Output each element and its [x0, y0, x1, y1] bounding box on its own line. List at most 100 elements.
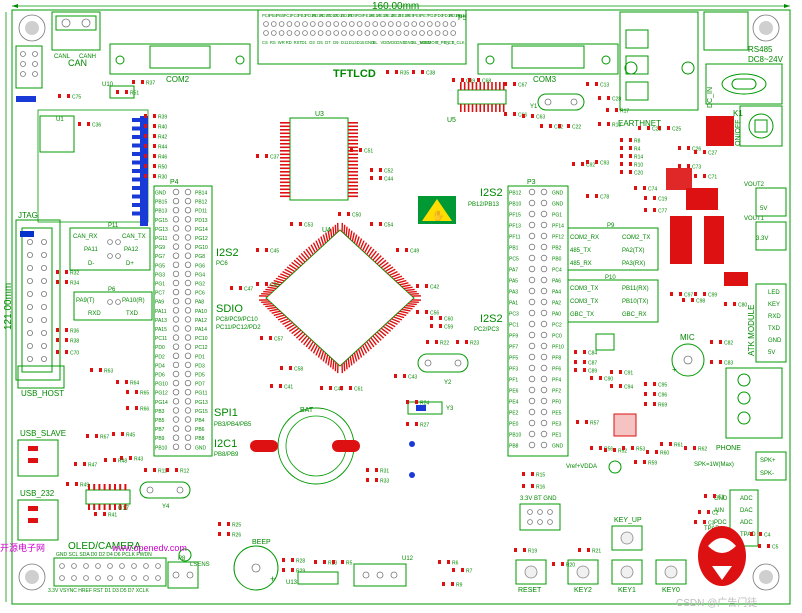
power-input: RS485 DC8~24V DC_IN [703, 11, 784, 108]
mcu-pin [315, 346, 321, 356]
smd-pad [670, 292, 673, 296]
p4-right-pin-label: PA14 [195, 327, 207, 333]
mcu-pin [267, 286, 277, 290]
smd-pad [567, 124, 570, 128]
p4-left-pin-label: PA11 [155, 309, 167, 315]
spi1-sub: PB3/PB4/PB5 [214, 422, 252, 428]
tft-top-pin-label: PB5 [276, 13, 285, 18]
p4-right-pin-label: PG15 [195, 409, 208, 415]
mcu-pin [307, 246, 314, 255]
smd-pad [710, 340, 713, 344]
p3-pad [540, 221, 548, 229]
p4-left-pin-label: PB3 [155, 409, 165, 415]
smd-pad [451, 582, 454, 586]
mcu-pin [374, 255, 382, 263]
component-ref-label: C63 [536, 115, 545, 121]
mcu-pin [305, 339, 312, 348]
tft-top-pin-label: PD13 [456, 13, 467, 18]
mcu-pin [288, 325, 298, 332]
p3-left-pin-label: PC5 [509, 257, 519, 263]
smd-pad [95, 434, 98, 438]
u17-pin [98, 504, 101, 510]
tft-pad [426, 30, 433, 36]
jtag-pad [26, 277, 33, 284]
oled-pad [59, 575, 65, 581]
tft-pad [364, 30, 371, 36]
smd-pad [620, 154, 623, 158]
tft-bottom-pin-label: VDD [381, 40, 390, 45]
smd-pad [406, 400, 409, 404]
u3-pin [280, 195, 290, 198]
mcu-pin [320, 350, 325, 360]
bt-label: 3.3V BT GND [520, 496, 557, 502]
led-blue-2 [409, 472, 415, 478]
mcu-pin [282, 320, 291, 326]
smd-pad [590, 446, 593, 450]
mcu-pin [382, 264, 392, 271]
p4-pad [172, 234, 180, 241]
smd-pad [679, 292, 682, 296]
oled-pad [119, 563, 125, 569]
p11-pa11: PA11 [84, 247, 98, 253]
p4-right-pin-label: PA12 [195, 318, 207, 324]
smd-pad [415, 400, 418, 404]
smd-pad [622, 446, 625, 450]
smd-pad [513, 112, 516, 116]
mcu-pin [327, 356, 331, 366]
smd-pad [644, 382, 647, 386]
smd-pad [86, 434, 89, 438]
p3-pad [528, 298, 536, 306]
tft-pad [372, 21, 379, 27]
smd-pad [540, 124, 543, 128]
smd-pad [707, 510, 710, 514]
smd-pad [522, 484, 525, 488]
p3-right-pin-label: PF2 [552, 389, 561, 395]
spi1-label: SPI1 [214, 407, 238, 419]
i2s2-right2-sub: PC2/PC3 [474, 327, 500, 333]
oled-pad [131, 575, 137, 581]
usb-232: USB_232 [17, 489, 59, 541]
tft-pad [286, 30, 293, 36]
tft-bottom-pin-label: RST [294, 40, 303, 45]
p4-pad [172, 288, 180, 296]
u3-pin [280, 143, 290, 145]
p4-right-pin-label: PB14 [195, 191, 207, 197]
component-ref-label: R64 [130, 381, 139, 387]
smd-pad [687, 164, 690, 168]
u3-pin [280, 167, 290, 170]
jtag-pad [41, 264, 48, 271]
p11-pa12: PA12 [124, 247, 139, 253]
mcu-pin [291, 261, 300, 269]
u3-chip: U3 [280, 111, 358, 201]
component-ref-label: R32 [70, 271, 79, 277]
component-ref-label: C93 [600, 161, 609, 167]
p4-left-pin-label: PA13 [155, 318, 167, 324]
can-connector: CANL CANH CAN [51, 11, 101, 68]
smd-pad [279, 384, 282, 388]
tft-top-pin-label: PE10 [399, 13, 410, 18]
smd-pad [638, 126, 641, 130]
u3-pin [280, 160, 290, 163]
mcu-pin [273, 279, 283, 284]
y4-label: Y4 [162, 504, 170, 510]
v5-label: 5V [760, 206, 767, 212]
smd-pad [269, 336, 272, 340]
component-ref-label: R49 [80, 483, 89, 489]
smd-pad [291, 568, 294, 572]
component-ref-label: C58 [294, 367, 303, 373]
component-ref-label: R51 [130, 91, 139, 97]
p4-pad [172, 334, 180, 341]
p3-pad [528, 232, 536, 240]
smd-pad [634, 460, 637, 464]
p3-pad [528, 210, 536, 218]
u3-pin [348, 157, 358, 159]
smd-pad [265, 282, 268, 286]
smd-pad [144, 164, 147, 168]
component-ref-label: C71 [708, 175, 717, 181]
mcu-pin [393, 275, 403, 280]
component-ref-label: C57 [274, 337, 283, 343]
component-ref-label: C51 [364, 149, 373, 155]
tft-top-pin-label: PE13 [377, 13, 388, 18]
smd-pad [684, 446, 687, 450]
